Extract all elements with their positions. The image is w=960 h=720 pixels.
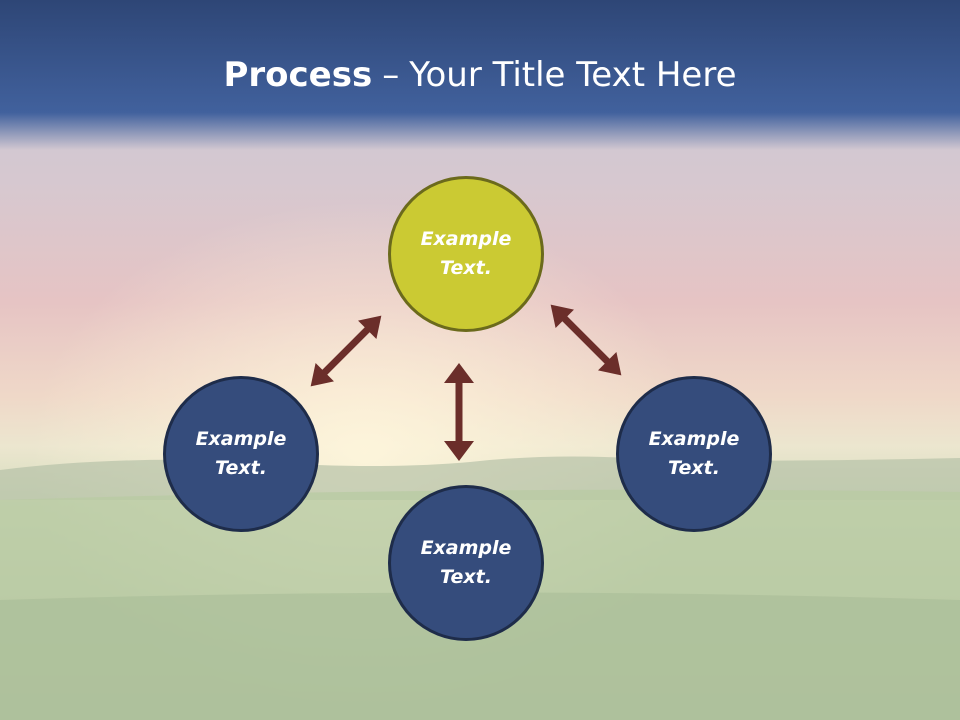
node-label: Example Text. — [195, 428, 287, 479]
title-text: Your Title Text Here — [409, 55, 737, 95]
title-separator: – — [382, 55, 400, 95]
slide-title: Process–Your Title Text Here — [0, 52, 960, 98]
node-label: Example Text. — [420, 537, 512, 588]
process-node-top: Example Text. — [388, 176, 544, 332]
node-label: Example Text. — [420, 228, 512, 279]
process-node-bottom: Example Text. — [388, 485, 544, 641]
node-label: Example Text. — [648, 428, 740, 479]
title-bold: Process — [223, 55, 373, 95]
title-bar — [0, 0, 960, 150]
process-node-left: Example Text. — [163, 376, 319, 532]
process-node-right: Example Text. — [616, 376, 772, 532]
